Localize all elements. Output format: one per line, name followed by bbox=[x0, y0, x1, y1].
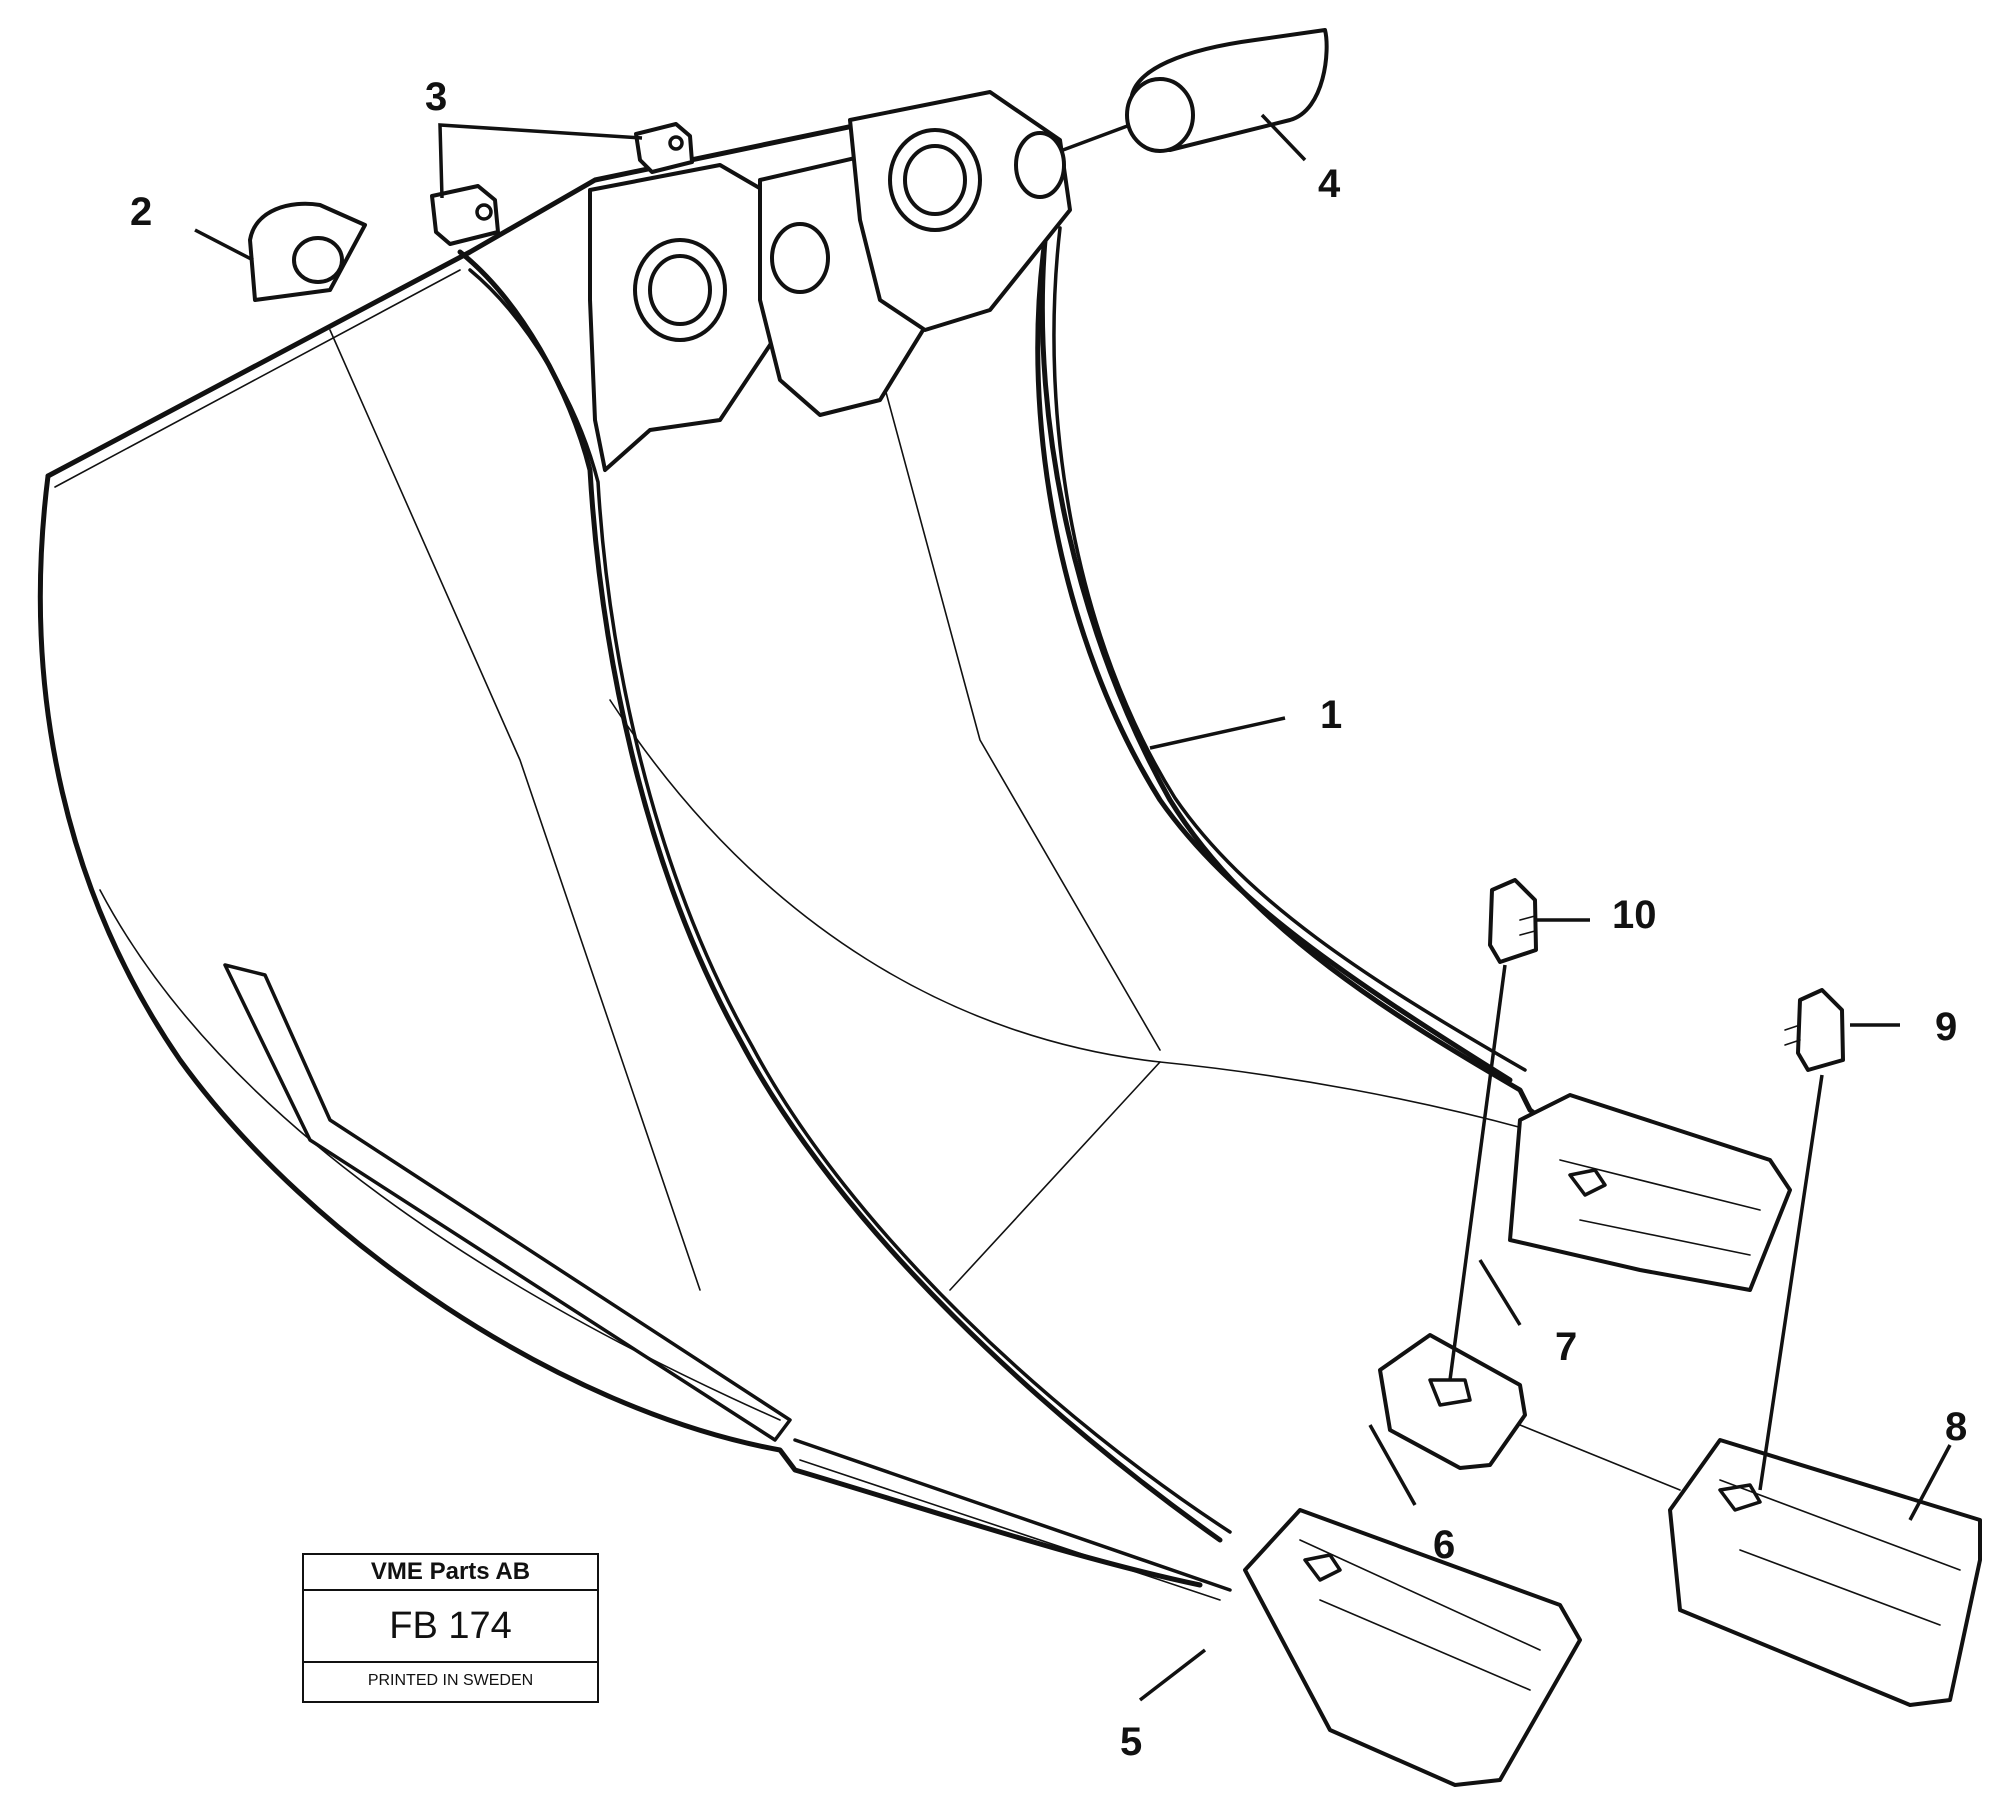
callout-10: 10 bbox=[1612, 893, 1657, 937]
title-block: VME Parts AB FB 174 PRINTED IN SWEDEN bbox=[302, 1553, 599, 1703]
callout-9: 9 bbox=[1935, 1005, 1957, 1049]
pin bbox=[1062, 28, 1329, 153]
callout-2: 2 bbox=[130, 190, 152, 234]
tooth-rear bbox=[1508, 1093, 1792, 1292]
callout-8: 8 bbox=[1945, 1405, 1967, 1449]
tooth-front bbox=[1243, 1508, 1582, 1787]
printed-note: PRINTED IN SWEDEN bbox=[367, 1672, 534, 1689]
callout-7: 7 bbox=[1555, 1325, 1577, 1369]
lifting-eye bbox=[248, 201, 367, 302]
grease-blocks bbox=[430, 122, 694, 246]
drawing-code: FB 174 bbox=[304, 1591, 597, 1663]
lock-pin-9 bbox=[1758, 988, 1845, 1491]
callout-3: 3 bbox=[425, 75, 447, 119]
leader-lines bbox=[194, 113, 1952, 1702]
callout-4: 4 bbox=[1318, 162, 1341, 206]
bucket-body bbox=[37, 107, 1553, 1601]
lock-pin-10 bbox=[1448, 878, 1538, 1381]
callout-1: 1 bbox=[1320, 693, 1342, 737]
adapter bbox=[1378, 1333, 1527, 1470]
callout-5: 5 bbox=[1120, 1720, 1142, 1764]
tooth-loose bbox=[1668, 1438, 1982, 1707]
mounting-brackets bbox=[588, 90, 1072, 472]
callouts: 1 2 3 4 5 6 7 8 9 10 bbox=[130, 75, 1967, 1764]
company-name: VME Parts AB bbox=[304, 1555, 597, 1591]
callout-6: 6 bbox=[1433, 1523, 1455, 1567]
